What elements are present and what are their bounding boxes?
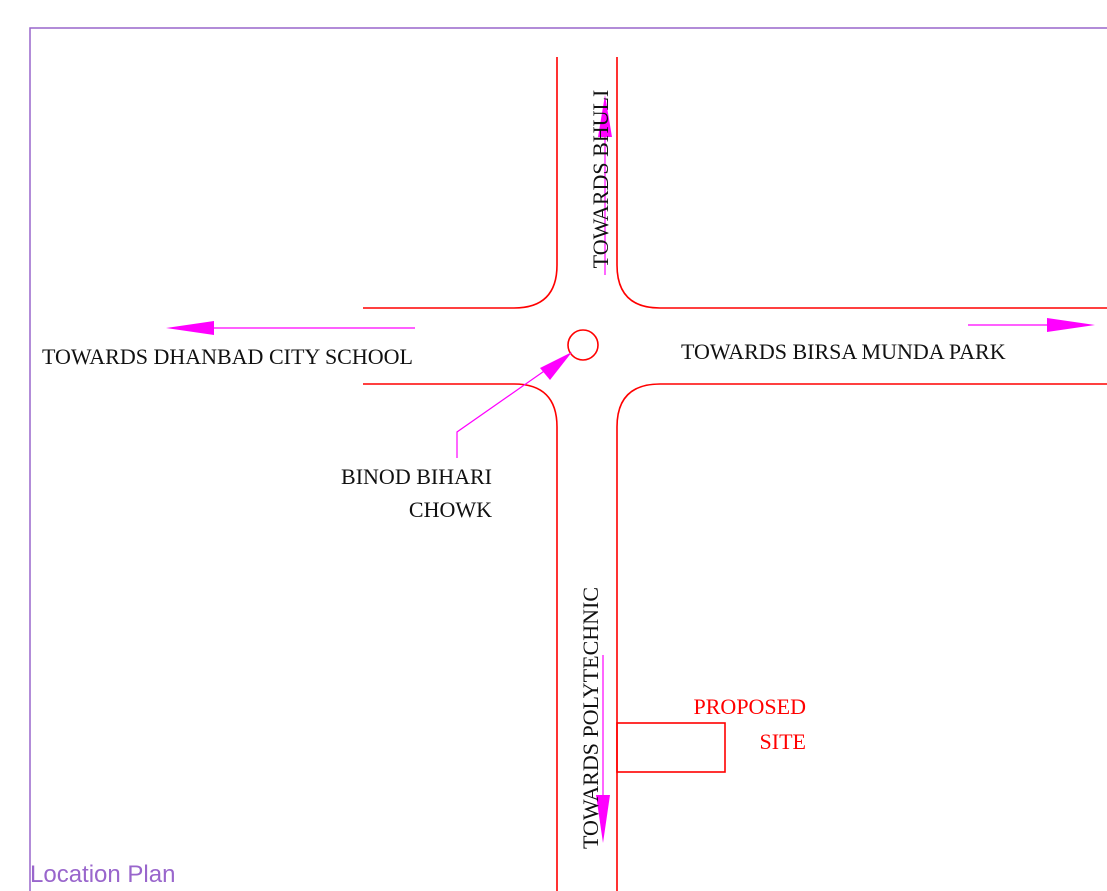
chowk-marker <box>567 329 599 361</box>
arrow-south-head <box>596 795 610 843</box>
arrow-west-head <box>166 321 214 335</box>
proposed-site-plot <box>616 722 726 773</box>
label-west: TOWARDS DHANBAD CITY SCHOOL <box>42 344 413 369</box>
road-south-east-edge <box>616 383 1107 891</box>
label-chowk-line1: BINOD BIHARI <box>341 464 492 489</box>
drawing-border <box>29 27 1107 891</box>
drawing-title: Location Plan <box>30 861 175 888</box>
label-chowk-line2: CHOWK <box>409 497 492 522</box>
direction-arrows <box>166 95 1095 843</box>
chowk-leader-line <box>456 359 561 458</box>
label-north: TOWARDS BHULI <box>588 90 613 269</box>
chowk-leader-head <box>540 352 572 380</box>
road-north-west-edge <box>363 57 558 309</box>
road-south-west-edge <box>363 383 558 891</box>
label-east: TOWARDS BIRSA MUNDA PARK <box>681 339 1006 364</box>
road-outlines <box>363 57 1107 891</box>
label-south: TOWARDS POLYTECHNIC <box>578 587 603 849</box>
label-site-line1: PROPOSED <box>694 694 806 719</box>
arrow-east-head <box>1047 318 1095 332</box>
label-site-line2: SITE <box>760 729 806 754</box>
road-north-east-edge <box>616 57 1107 309</box>
arrow-north-head <box>598 95 612 137</box>
